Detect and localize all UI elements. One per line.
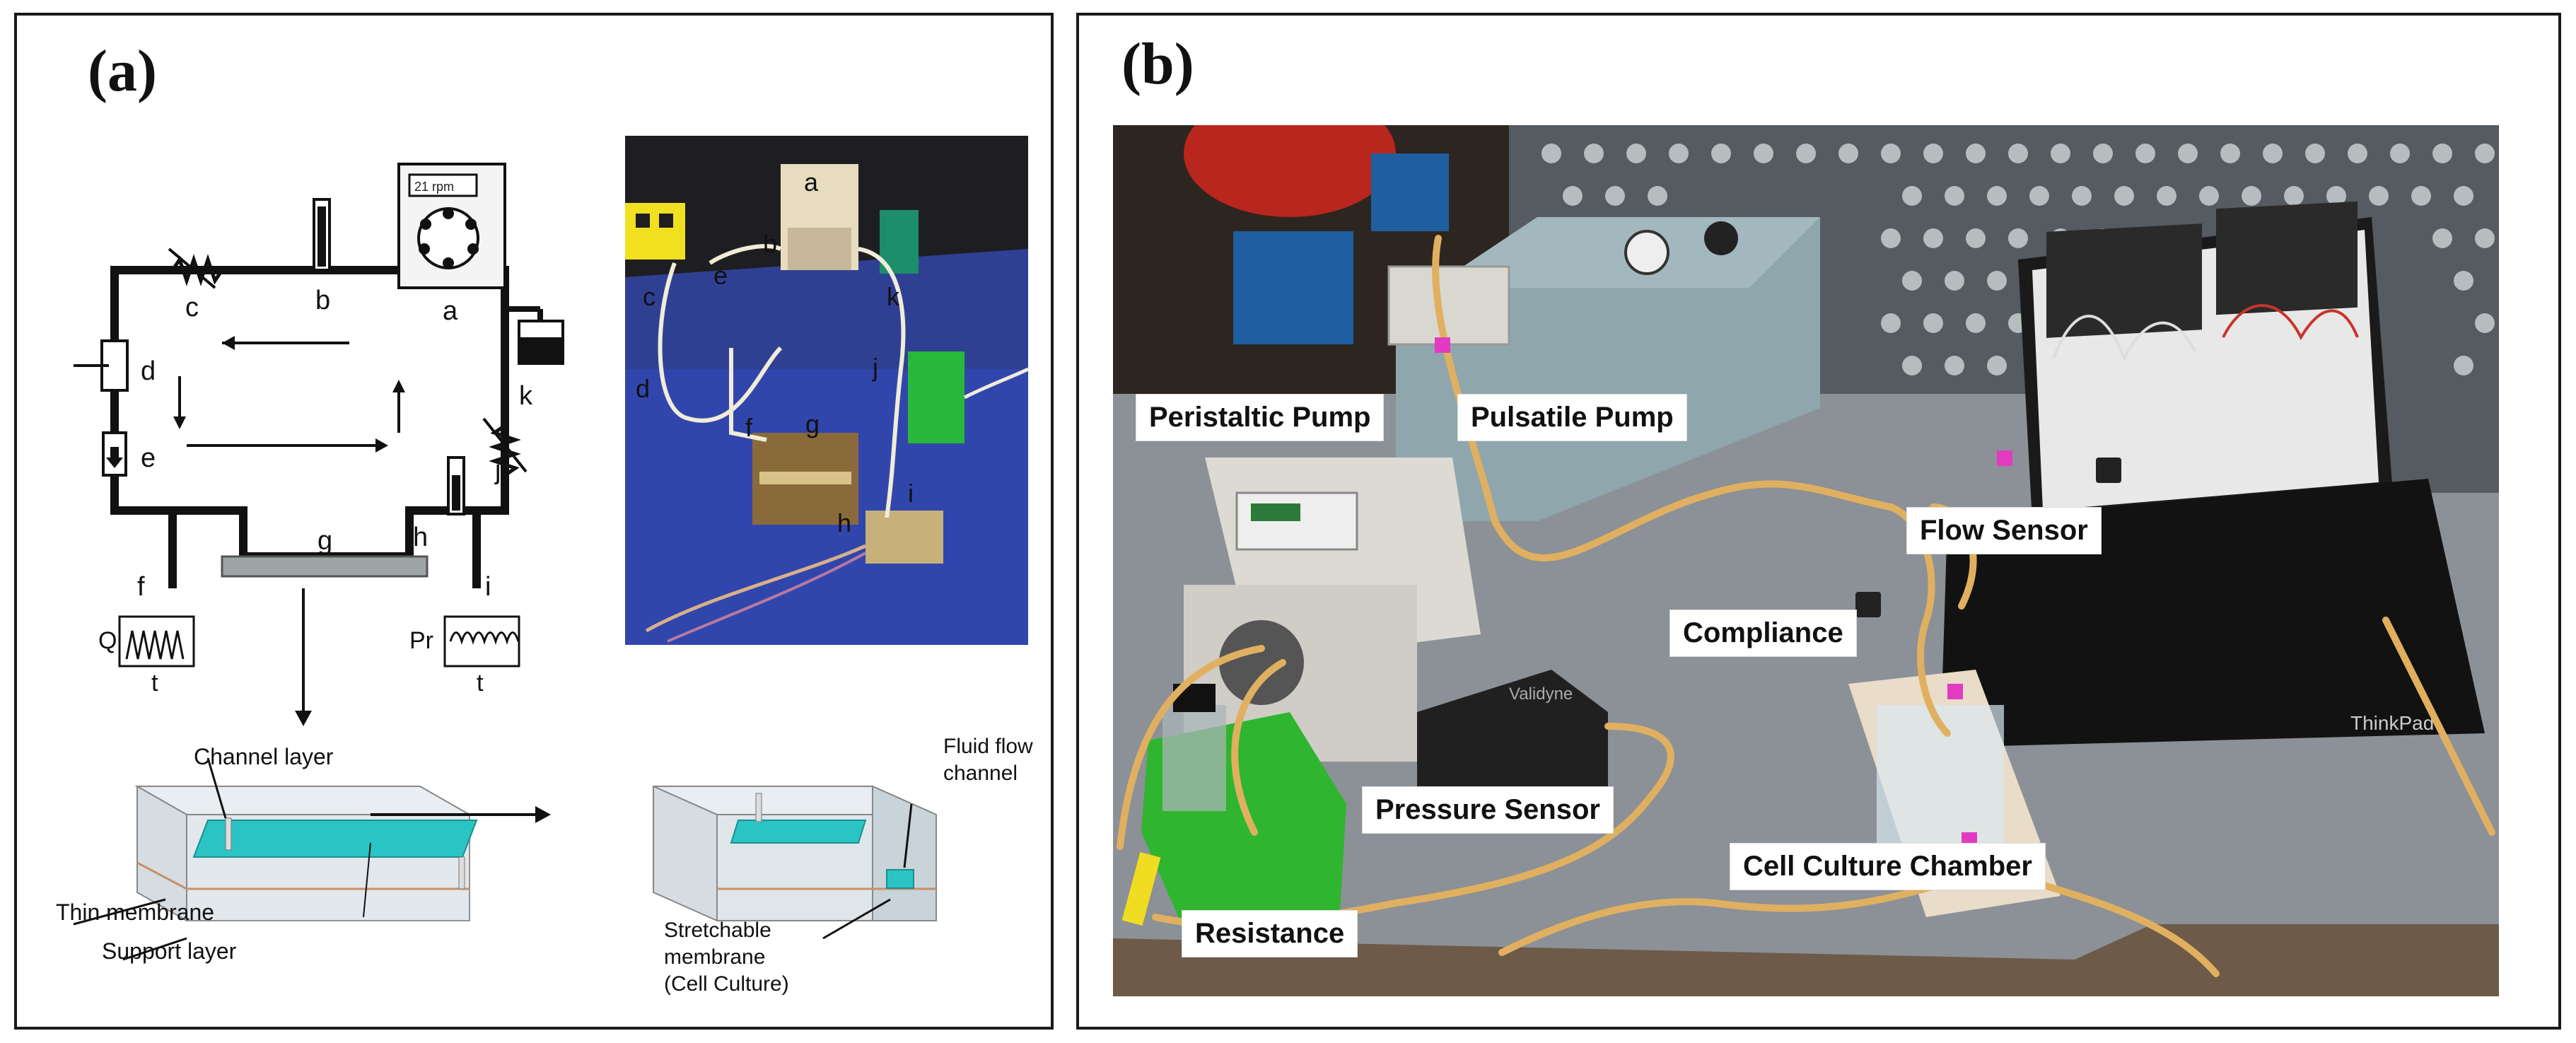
label-e: e — [141, 443, 156, 473]
svg-text:21 rpm: 21 rpm — [414, 180, 454, 194]
flow-sensor-label: Flow Sensor — [1906, 507, 2102, 554]
device-detail-arrow — [371, 806, 551, 823]
pump-a-icon: 21 rpm — [397, 163, 506, 289]
label-d: d — [141, 356, 156, 386]
flow-loop-schematic: 21 rpm — [74, 163, 564, 588]
microfluidic-device-right — [653, 785, 937, 940]
stretchable-membrane-label: Stretchable membrane (Cell Culture) — [664, 919, 789, 996]
compliance-label: Compliance — [1669, 610, 1857, 657]
photo-a-label-f: f — [745, 413, 753, 442]
sensor-brand: Validyne — [1509, 684, 1573, 704]
pressure-plot-i: Pr t — [409, 615, 520, 694]
support-layer-label: Support layer — [102, 938, 237, 964]
label-i: i — [485, 572, 491, 602]
label-j: j — [494, 455, 501, 485]
photo-a-label-d: d — [636, 374, 650, 403]
schematic-letters: c b a d e k j h g f i — [137, 286, 533, 602]
thin-membrane-label: Thin membrane — [56, 899, 215, 925]
channel-layer-label: Channel layer — [194, 744, 334, 769]
photo-a-label-j: j — [872, 353, 878, 382]
label-k: k — [519, 381, 533, 411]
plot-i-ylabel: Pr — [409, 627, 433, 654]
fluid-flow-label: Fluid flow channel — [943, 735, 1033, 785]
resistor-c — [170, 254, 224, 286]
laptop-brand: ThinkPad — [2350, 712, 2434, 734]
label-g: g — [317, 526, 332, 556]
microfluidic-device-left — [73, 757, 478, 961]
plot-f-xlabel: t — [151, 670, 158, 694]
label-f: f — [137, 572, 145, 602]
label-c: c — [185, 293, 199, 322]
resistor-j — [489, 424, 521, 477]
photo-a-label-e: e — [713, 261, 728, 290]
panel-b-label: (b) — [1121, 31, 1194, 97]
plot-f-ylabel: Q — [98, 627, 117, 654]
photo-a-label-g: g — [805, 409, 820, 438]
photo-a-label-k: k — [887, 282, 900, 311]
cell-culture-chamber-label: Cell Culture Chamber — [1730, 843, 2046, 890]
setup-photo-a: a b c e k d f g j h i — [625, 136, 1028, 645]
photo-a-label-a: a — [804, 168, 819, 197]
panel-b: (b) — [1076, 13, 2561, 1030]
chip-g — [221, 555, 429, 578]
photo-a-label-c: c — [643, 282, 655, 311]
pulsatile-pump-label: Pulsatile Pump — [1457, 394, 1687, 441]
peristaltic-pump-label: Peristaltic Pump — [1136, 394, 1385, 441]
plot-i-xlabel: t — [477, 670, 484, 694]
photo-a-label-h: h — [837, 508, 851, 537]
flow-plot-f: Q t — [98, 615, 195, 694]
photo-a-label-b: b — [763, 229, 777, 258]
resistance-label: Resistance — [1182, 910, 1358, 957]
label-b: b — [315, 286, 330, 315]
label-h: h — [413, 523, 428, 552]
chip-to-device-arrow — [295, 588, 312, 726]
photo-a-label-i: i — [908, 479, 914, 508]
panel-a: (a) 21 rpm — [14, 13, 1054, 1030]
panel-a-label: (a) — [88, 38, 157, 104]
label-a: a — [443, 296, 458, 326]
pressure-sensor-label: Pressure Sensor — [1362, 786, 1614, 834]
